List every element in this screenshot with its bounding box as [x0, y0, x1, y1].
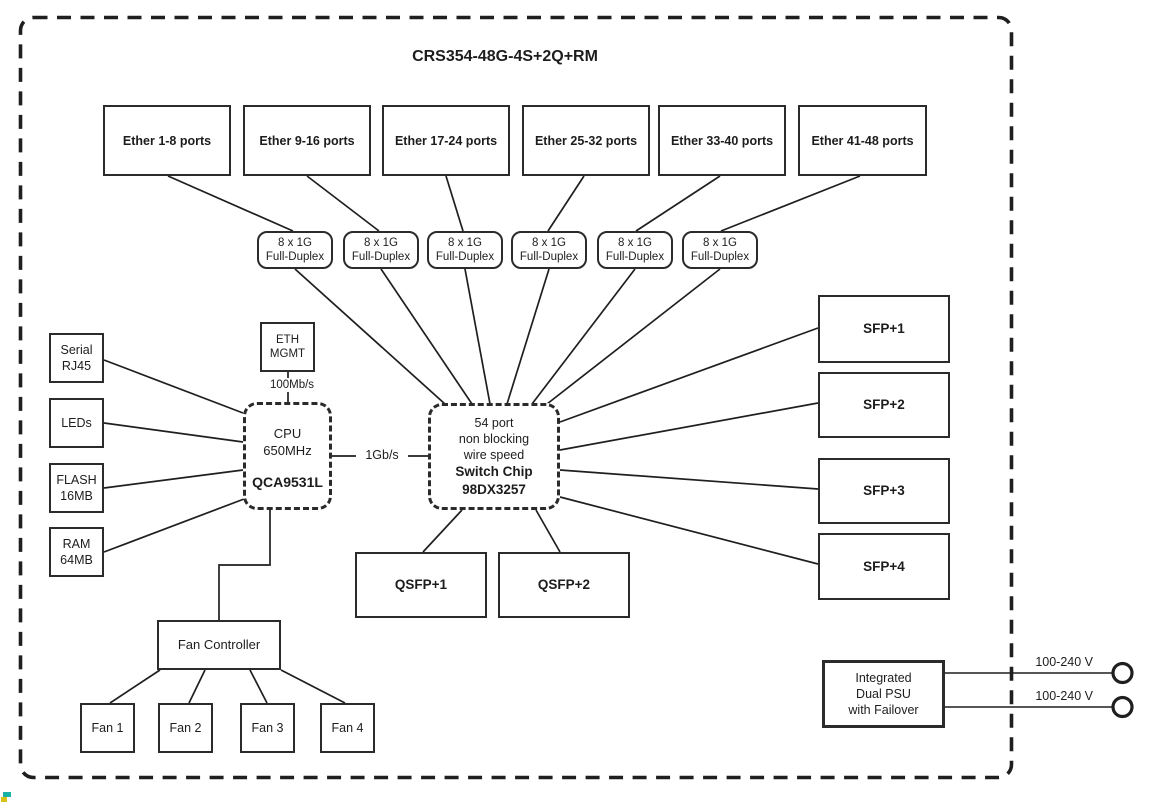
- fan-box-4: Fan 4: [320, 703, 375, 753]
- fan-controller-box: Fan Controller: [157, 620, 281, 670]
- phy-block-2: 8 x 1G Full-Duplex: [343, 231, 419, 269]
- psu-power-lines: [945, 672, 1113, 708]
- ether-group-box-6: Ether 41-48 ports: [798, 105, 927, 176]
- sfp-port-box-1: SFP+1: [818, 295, 950, 363]
- phy-to-switch-lines: [294, 268, 721, 405]
- phy-block-line: 8 x 1G: [278, 237, 312, 249]
- fan-controller-to-fan-lines: [109, 669, 346, 704]
- phy-block-3: 8 x 1G Full-Duplex: [427, 231, 503, 269]
- serial-rj45-box: Serial RJ45: [49, 333, 104, 383]
- phy-block-line: 8 x 1G: [448, 237, 482, 249]
- cpu-switch-speed-label: 1Gb/s: [356, 448, 408, 462]
- sfp-port-box-2: SFP+2: [818, 372, 950, 438]
- cpu-line: 650MHz: [263, 442, 312, 458]
- eth-mgmt-line: MGMT: [269, 348, 306, 360]
- mgmt-speed-label: 100Mb/s: [261, 378, 323, 392]
- switch-desc-line: 54 port: [474, 416, 514, 430]
- ether-group-box-2: Ether 9-16 ports: [243, 105, 371, 176]
- fan-box-3: Fan 3: [240, 703, 295, 753]
- phy-block-line: Full-Duplex: [265, 251, 325, 263]
- peripheral-line: 16MB: [60, 489, 93, 503]
- phy-block-line: Full-Duplex: [519, 251, 579, 263]
- phy-block-line: 8 x 1G: [703, 237, 737, 249]
- ether-group-box-3: Ether 17-24 ports: [382, 105, 510, 176]
- phy-block-line: Full-Duplex: [435, 251, 495, 263]
- switch-desc-line: non blocking: [458, 432, 530, 446]
- fan-box-2: Fan 2: [158, 703, 213, 753]
- chassis-dashed-border: [18, 15, 1014, 780]
- peripheral-line: RJ45: [61, 359, 92, 373]
- phy-block-4: 8 x 1G Full-Duplex: [511, 231, 587, 269]
- leds-box: LEDs: [49, 398, 104, 448]
- ram-box: RAM 64MB: [49, 527, 104, 577]
- psu-box: Integrated Dual PSU with Failover: [822, 660, 945, 728]
- phy-block-6: 8 x 1G Full-Duplex: [682, 231, 758, 269]
- sfp-port-box-4: SFP+4: [818, 533, 950, 600]
- phy-block-line: Full-Duplex: [605, 251, 665, 263]
- peripheral-line: LEDs: [61, 416, 92, 430]
- flash-box: FLASH 16MB: [49, 463, 104, 513]
- psu-line: with Failover: [848, 703, 919, 717]
- peripheral-line: RAM: [62, 537, 91, 551]
- cpu-line: CPU: [273, 425, 302, 441]
- peripheral-line: FLASH: [56, 473, 97, 487]
- peripheral-line: 64MB: [60, 553, 93, 567]
- cpu-to-fan-controller-line: [218, 510, 271, 620]
- power-inlet-icon: [1111, 661, 1134, 685]
- ether-to-phy-lines: [167, 175, 861, 232]
- peripheral-to-cpu-lines: [103, 359, 245, 553]
- phy-block-line: 8 x 1G: [532, 237, 566, 249]
- switch-desc-line: wire speed: [463, 448, 525, 462]
- switch-name: Switch Chip: [455, 464, 533, 479]
- switch-model: 98DX3257: [462, 482, 526, 497]
- peripheral-line: Serial: [60, 343, 93, 357]
- diagram-title: CRS354-48G-4S+2Q+RM: [412, 48, 598, 65]
- psu-line: Integrated: [855, 671, 912, 685]
- sfp-port-box-3: SFP+3: [818, 458, 950, 524]
- eth-mgmt-box: ETH MGMT: [260, 322, 315, 372]
- ether-group-box-5: Ether 33-40 ports: [658, 105, 786, 176]
- switch-to-sfp-lines: [559, 327, 819, 565]
- eth-mgmt-line: ETH: [276, 334, 299, 346]
- cpu-box: CPU 650MHz QCA9531L: [243, 402, 332, 510]
- power-input-label-1: 100-240 V: [1035, 655, 1093, 669]
- switch-to-qsfp-lines: [422, 509, 561, 553]
- psu-line: Dual PSU: [856, 687, 911, 701]
- fan-box-1: Fan 1: [80, 703, 135, 753]
- power-inlet-icon: [1111, 695, 1134, 719]
- switch-chip-box: 54 port non blocking wire speed Switch C…: [428, 403, 560, 510]
- qsfp-port-box-2: QSFP+2: [498, 552, 630, 618]
- ether-group-box-1: Ether 1-8 ports: [103, 105, 231, 176]
- phy-block-line: 8 x 1G: [618, 237, 652, 249]
- cpu-model: QCA9531L: [252, 473, 323, 490]
- phy-block-1: 8 x 1G Full-Duplex: [257, 231, 333, 269]
- ether-group-box-4: Ether 25-32 ports: [522, 105, 650, 176]
- phy-block-line: Full-Duplex: [690, 251, 750, 263]
- phy-block-line: Full-Duplex: [351, 251, 411, 263]
- qsfp-port-box-1: QSFP+1: [355, 552, 487, 618]
- phy-block-line: 8 x 1G: [364, 237, 398, 249]
- phy-block-5: 8 x 1G Full-Duplex: [597, 231, 673, 269]
- power-input-label-2: 100-240 V: [1035, 689, 1093, 703]
- watermark-mark: [1, 792, 11, 802]
